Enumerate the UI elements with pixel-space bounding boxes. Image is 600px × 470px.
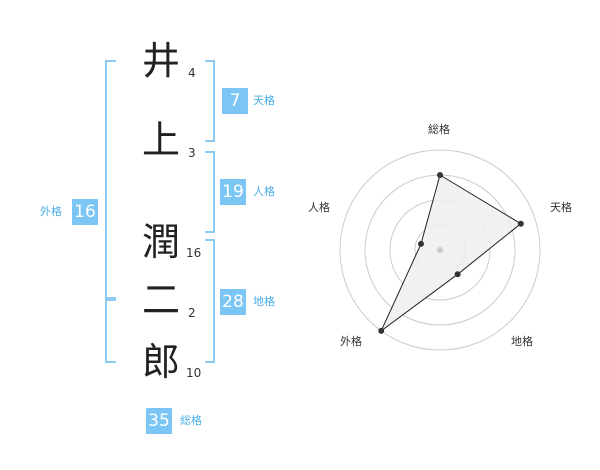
chikaku-badge: 28 xyxy=(220,289,246,315)
soukaku-label: 総格 xyxy=(180,414,202,427)
name-char-3: 潤 xyxy=(141,220,180,264)
radar-grid-ring-4 xyxy=(339,149,541,351)
radar-point-3 xyxy=(454,271,461,278)
name-char-1: 井 xyxy=(141,39,180,83)
radar-center-point xyxy=(437,247,443,253)
radar-point-2 xyxy=(517,220,524,227)
radar-series-polygon xyxy=(380,174,522,332)
gaikaku-bracket-lower xyxy=(105,297,116,363)
name-char-2: 上 xyxy=(141,118,180,162)
chikaku-bracket xyxy=(205,239,215,363)
chikaku-label: 地格 xyxy=(253,295,275,308)
radar-axis-label-gaikaku: 外格 xyxy=(340,335,362,348)
radar-axis-label-tenkaku: 天格 xyxy=(550,201,572,214)
stroke-count-4: 2 xyxy=(188,306,196,320)
stroke-count-2: 3 xyxy=(188,146,196,160)
radar-point-4 xyxy=(378,327,385,334)
stroke-count-5: 10 xyxy=(186,366,202,380)
jinkaku-badge: 19 xyxy=(220,179,246,205)
tenkaku-label: 天格 xyxy=(253,94,275,107)
radar-axis-label-jinkaku: 人格 xyxy=(308,201,330,214)
name-char-4: 二 xyxy=(141,278,180,322)
gaikaku-label: 外格 xyxy=(40,205,62,218)
gaikaku-bracket-upper xyxy=(105,60,116,301)
stroke-count-3: 16 xyxy=(186,246,202,260)
name-char-5: 郎 xyxy=(141,340,180,384)
jinkaku-label: 人格 xyxy=(253,185,275,198)
jinkaku-bracket xyxy=(205,151,215,233)
tenkaku-bracket xyxy=(205,60,215,142)
soukaku-badge: 35 xyxy=(146,408,172,434)
radar-axis-label-chikaku: 地格 xyxy=(511,335,533,348)
gaikaku-badge: 16 xyxy=(72,199,98,225)
radar-point-5 xyxy=(417,240,424,247)
tenkaku-badge: 7 xyxy=(222,88,248,114)
radar-axis-label-soukaku: 総格 xyxy=(428,123,450,136)
stroke-count-1: 4 xyxy=(188,66,196,80)
radar-point-1 xyxy=(437,172,443,178)
